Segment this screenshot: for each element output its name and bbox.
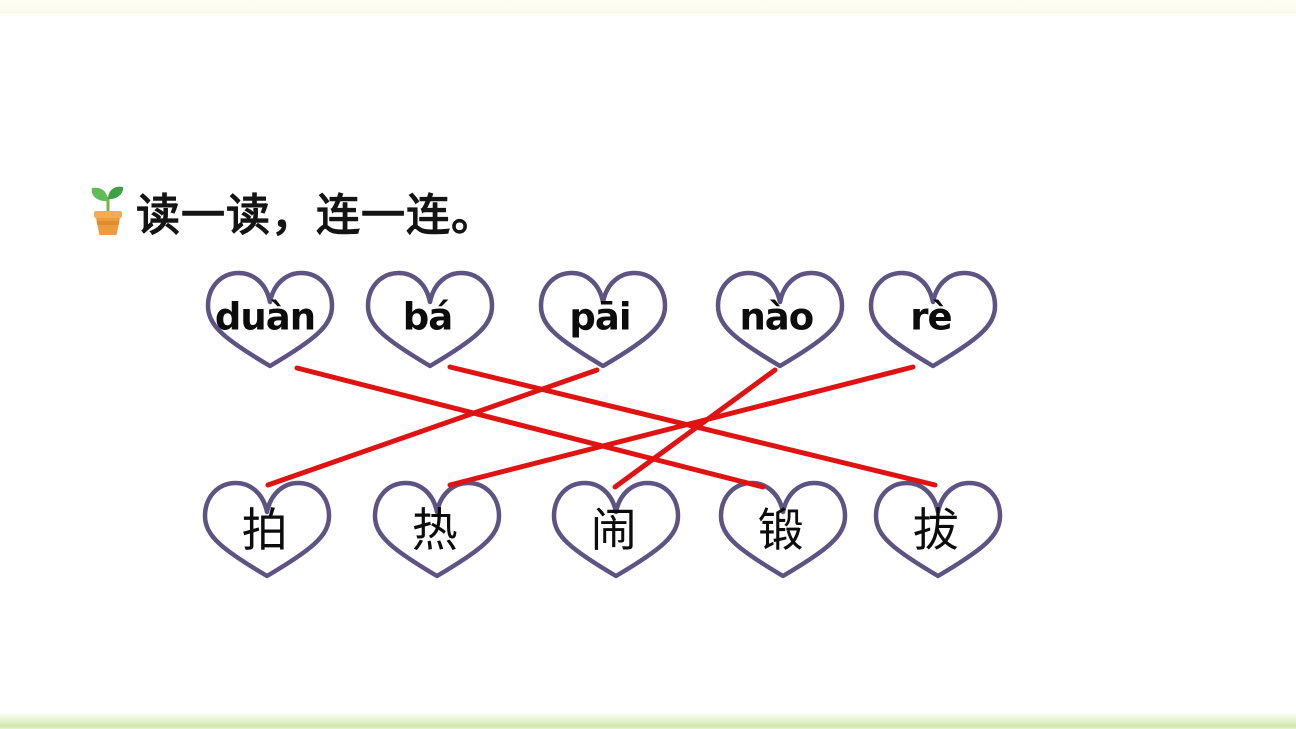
heart-pinyin-bá: bá (360, 268, 500, 370)
connection-line-duàn-锻 (294, 365, 766, 490)
slide-bottom-band (0, 703, 1296, 729)
heart-hanzi-热: 热 (367, 478, 507, 580)
heart-pinyin-pāi: pāi (533, 268, 673, 370)
heart-label: 锻 (757, 504, 804, 556)
heart-hanzi-拍: 拍 (197, 478, 337, 580)
heart-label: nào (739, 295, 814, 339)
heart-hanzi-闹: 闹 (546, 478, 686, 580)
heart-pinyin-nào: nào (710, 268, 850, 370)
heart-label: rè (910, 295, 952, 339)
heart-pinyin-rè: rè (863, 268, 1003, 370)
connection-line-pāi-拍 (265, 367, 600, 488)
heart-hanzi-锻: 锻 (713, 478, 853, 580)
heart-label: 拍 (241, 504, 288, 556)
heart-label: pāi (569, 295, 631, 339)
exercise-title: 读一读，连一连。 (84, 182, 496, 240)
heart-label: 拔 (912, 504, 959, 556)
heart-hanzi-拔: 拔 (868, 478, 1008, 580)
heart-label: 闹 (590, 504, 637, 556)
potted-plant-icon (91, 186, 124, 235)
connection-line-nào-闹 (612, 367, 778, 490)
slide-top-band (0, 0, 1296, 13)
title-text: 读一读，连一连。 (136, 191, 496, 240)
heart-pinyin-duàn: duàn (200, 268, 340, 370)
connection-line-bá-拔 (447, 364, 938, 488)
heart-label: bá (402, 295, 453, 339)
heart-label: duàn (214, 295, 316, 339)
connection-line-rè-热 (447, 364, 916, 488)
heart-label: 热 (411, 504, 458, 556)
heart-outline-icon (205, 270, 335, 369)
